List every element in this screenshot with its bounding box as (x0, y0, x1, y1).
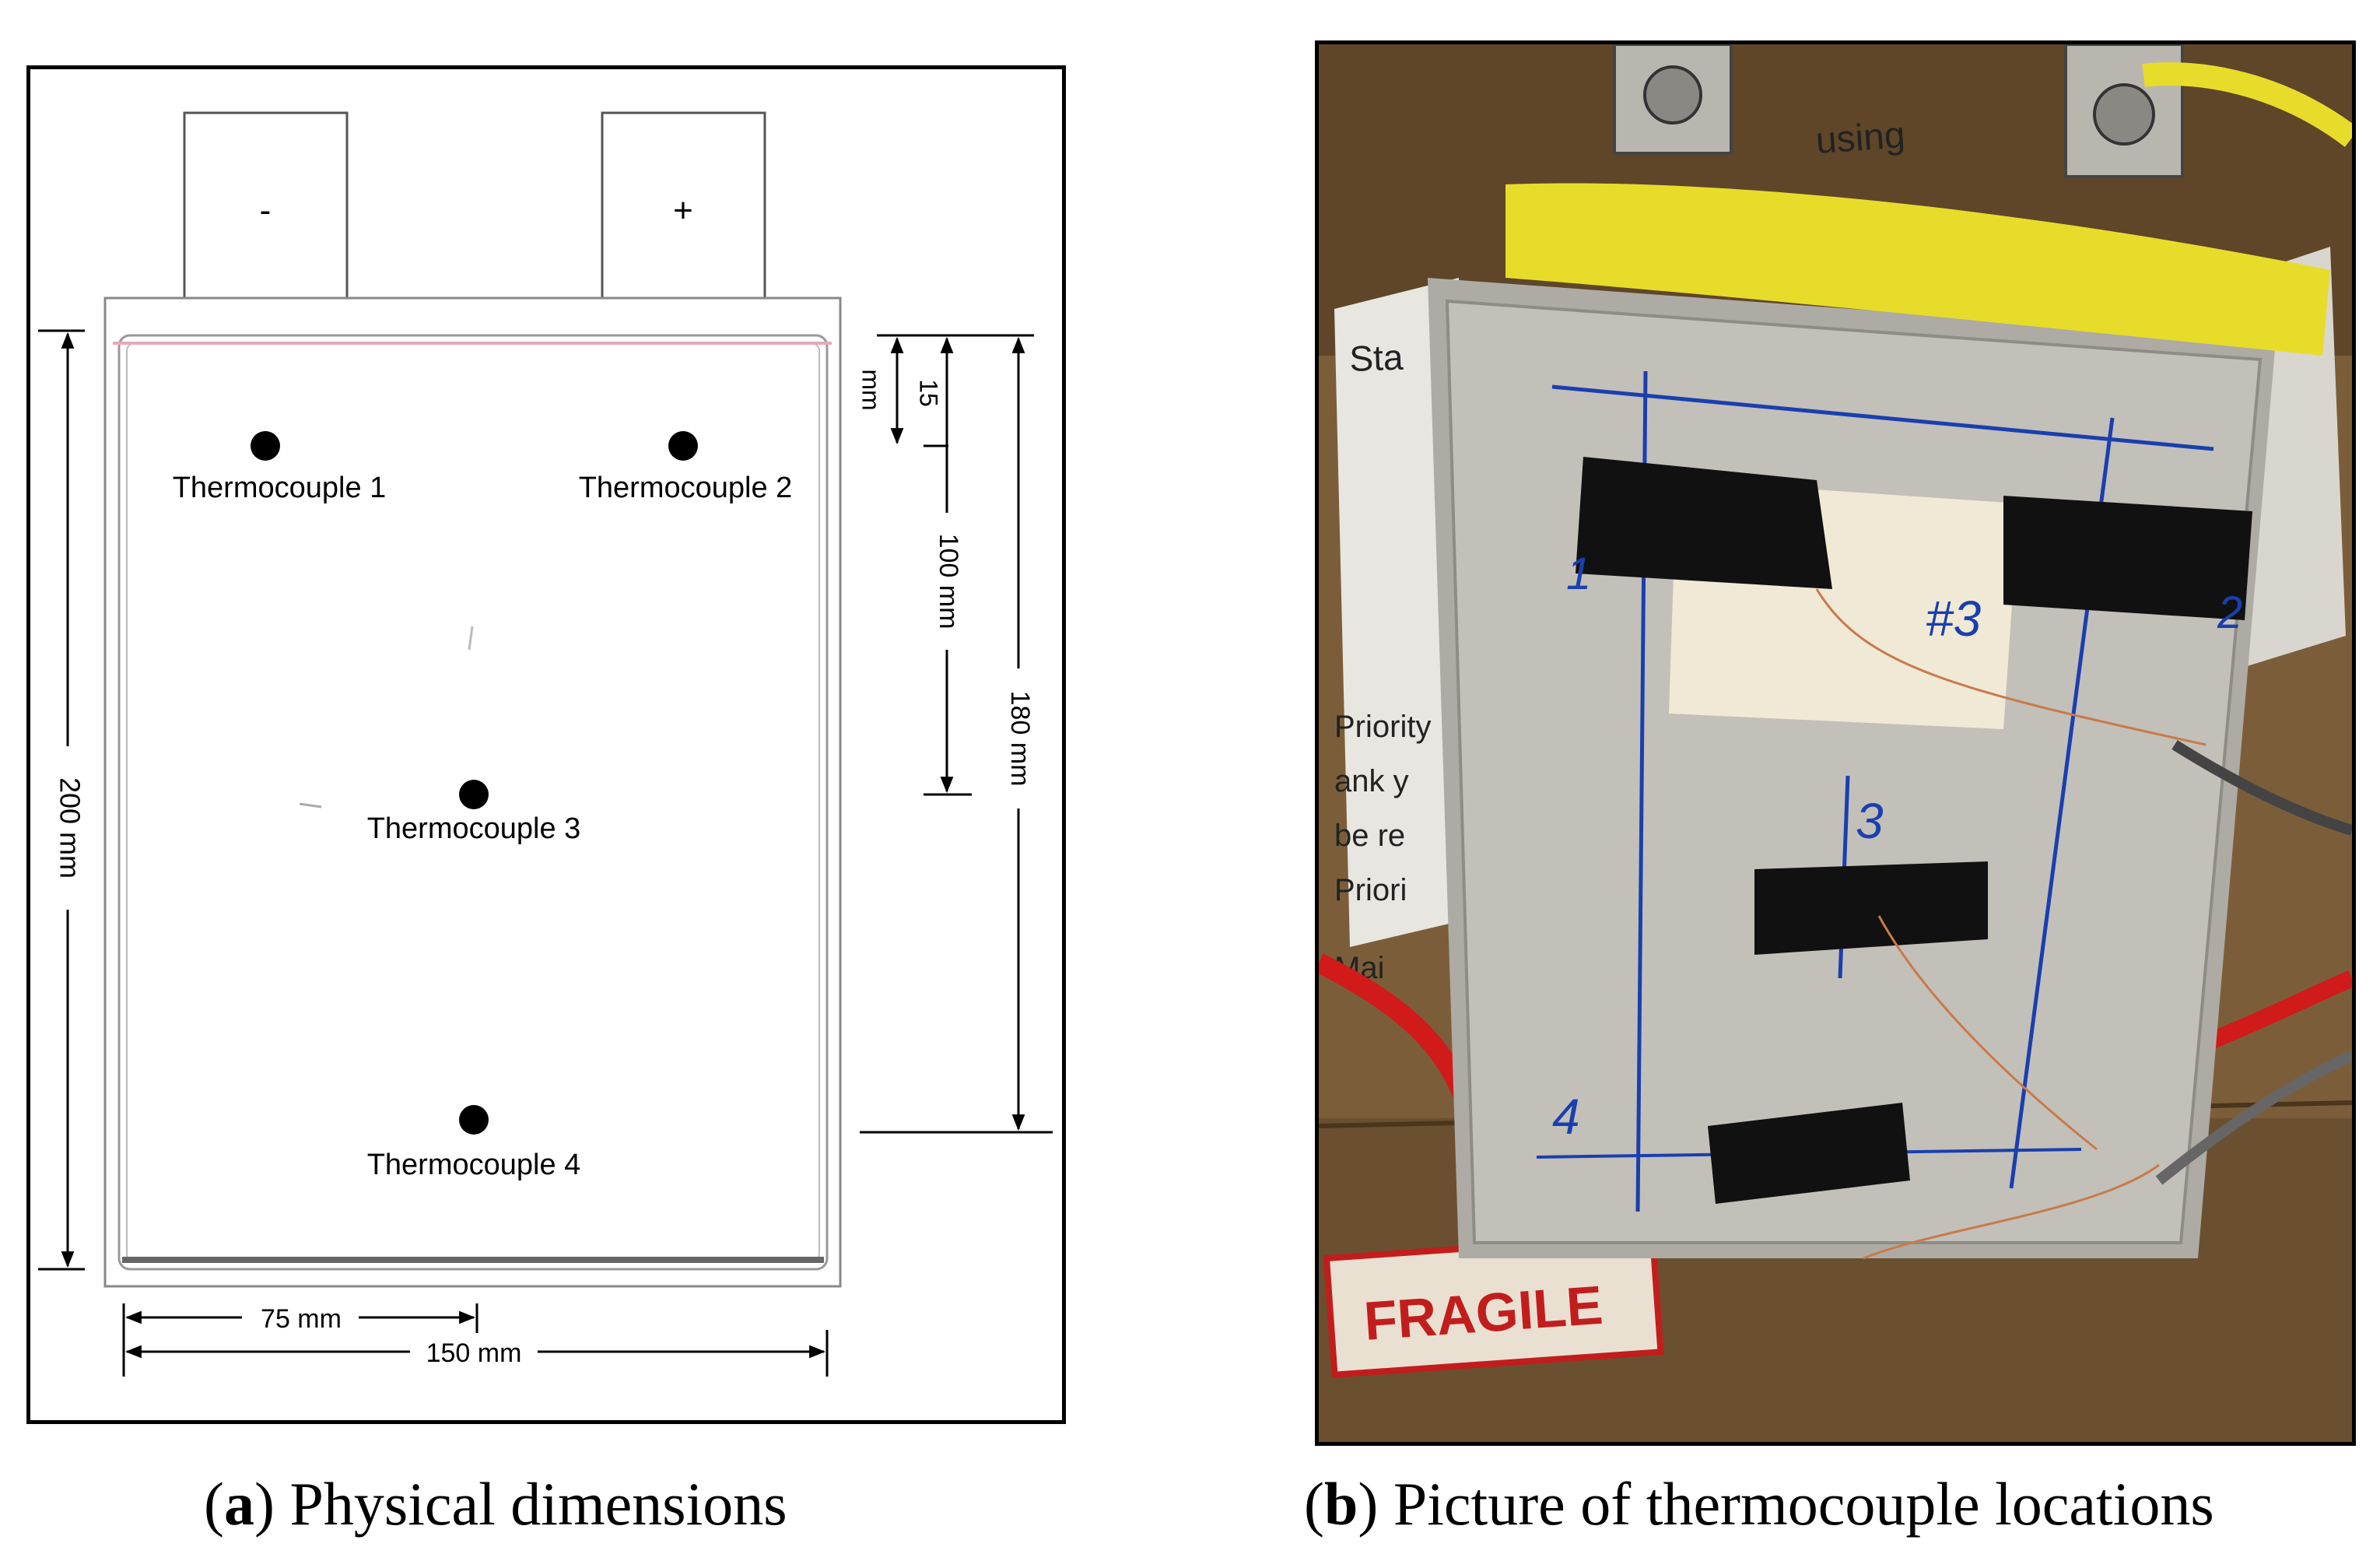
panel-a-dimensions-drawing: - + Thermocouple 1 Thermocouple 2 Thermo… (26, 65, 1066, 1424)
thermocouple-4-point (459, 1105, 489, 1135)
caption-b: (b) Picture of thermocouple locations (1304, 1470, 2214, 1538)
dim-75-label: 75 mm (261, 1304, 342, 1334)
caption-b-text: Picture of thermocouple locations (1393, 1470, 2214, 1538)
caption-a-letter: a (223, 1470, 254, 1538)
cell-mark-4: 4 (1552, 1089, 1580, 1145)
box-text: ank y (1334, 764, 1409, 798)
cell-mark-hash-3: #3 (1926, 591, 1982, 647)
cell-mark-3: 3 (1856, 793, 1884, 849)
thermocouple-2-point (668, 431, 698, 461)
cell-inner-edge (117, 334, 829, 1271)
dim-180-label: 180 mm (1005, 691, 1035, 787)
dim-100-label: 100 mm (934, 534, 963, 630)
yellow-tape (1505, 183, 2330, 356)
positive-terminal-tab (601, 111, 766, 301)
thermocouple-wire (1815, 588, 2206, 746)
caption-b-letter: b (1323, 1470, 1358, 1538)
thermocouple-wire (1863, 1163, 2160, 1260)
dim-100-gap (933, 513, 961, 650)
thermocouple-1-point (251, 431, 280, 461)
box-text: be re (1334, 819, 1405, 853)
panel-b-photo: Sta Priority ank y be re Priori Mai usin… (1315, 40, 2356, 1446)
box-text: Priori (1334, 873, 1407, 907)
cell-mark-2: 2 (2217, 588, 2242, 638)
yellow-lug (2142, 62, 2352, 147)
negative-terminal-tab (183, 111, 349, 301)
dim-200-gap (54, 746, 82, 910)
thermocouple-photo-illustration: Sta Priority ank y be re Priori Mai usin… (1319, 44, 2352, 1442)
dim-15-unit: mm (857, 369, 885, 410)
sensor-lead (2171, 740, 2352, 836)
reference-line (1551, 384, 2214, 451)
dimension-schematic: - + Thermocouple 1 Thermocouple 2 Thermo… (38, 111, 1053, 1377)
box-text: Priority (1334, 710, 1431, 744)
sensor-lead (2155, 1051, 2352, 1185)
thermocouple-2-tape (2003, 496, 2252, 620)
thermocouple-1-label: Thermocouple 1 (173, 472, 387, 504)
dim-200-label: 200 mm (54, 777, 86, 879)
box-text: using (1814, 114, 1906, 162)
thermocouple-3-label: Thermocouple 3 (367, 812, 581, 845)
negative-terminal-label: - (260, 191, 272, 230)
clamp-bolt (1643, 65, 1702, 125)
thermocouple-2-label: Thermocouple 2 (579, 472, 793, 504)
thermocouple-3-tape (1754, 861, 1988, 955)
positive-terminal-label: + (673, 191, 693, 230)
clamp-bolt (2093, 83, 2155, 146)
dim-75-gap (242, 1302, 359, 1333)
dim-150-label: 150 mm (426, 1338, 522, 1368)
caption-a-text: Physical dimensions (289, 1470, 787, 1538)
dim-180-gap (1004, 668, 1032, 809)
thermocouple-wire (1877, 915, 2098, 1151)
stray-mark (299, 802, 322, 809)
dim-15-value: 15 (915, 379, 943, 407)
thermocouple-1-tape (1576, 457, 1832, 589)
thermocouple-4-label: Thermocouple 4 (367, 1149, 581, 1181)
dim-150-gap (410, 1336, 538, 1367)
thermocouple-4-tape (1708, 1103, 1910, 1204)
thermocouple-3-point (459, 780, 489, 809)
caption-a: (a) Physical dimensions (204, 1470, 787, 1538)
box-text: Sta (1349, 337, 1404, 379)
cell-mark-1: 1 (1566, 549, 1591, 599)
stray-mark (468, 626, 474, 651)
